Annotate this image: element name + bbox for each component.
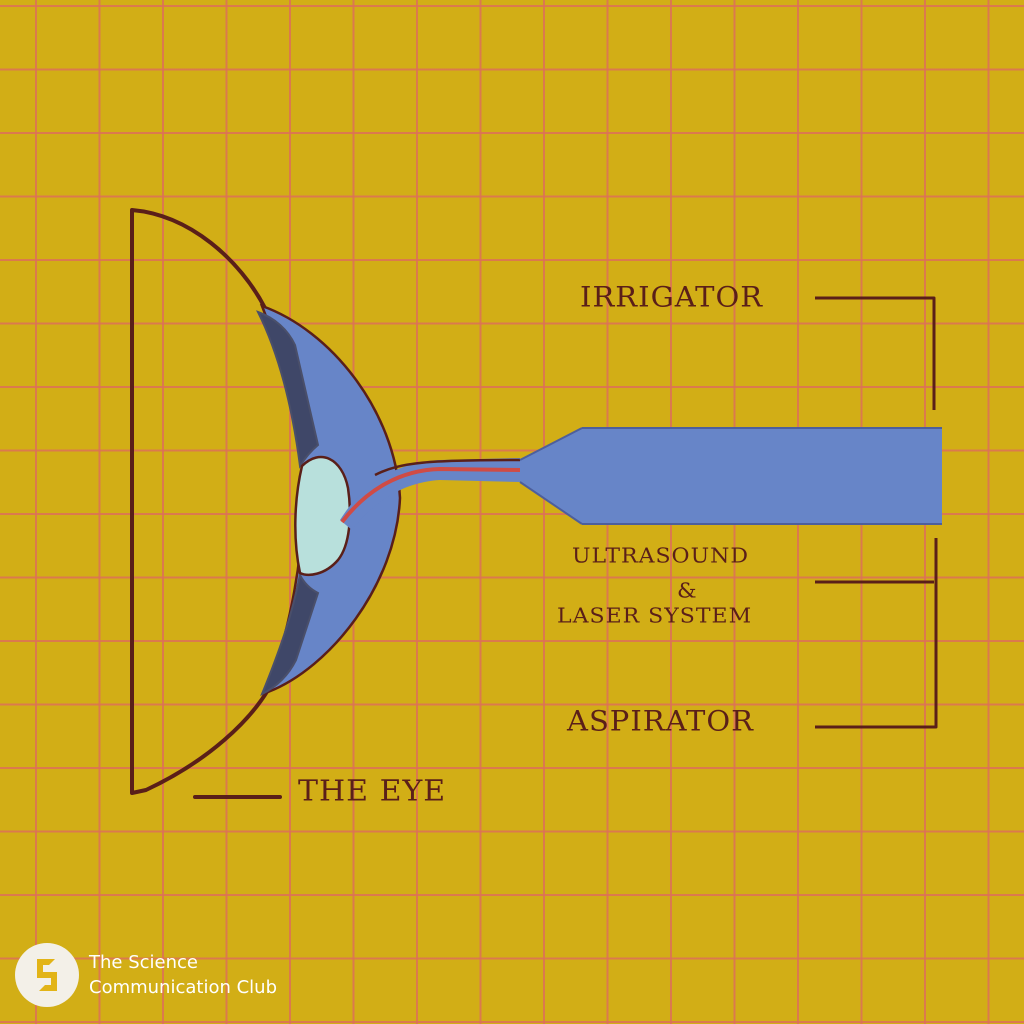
aspirator-leader-line [815,538,938,729]
brand-line-1: The Science [89,952,198,973]
handpiece [520,428,942,524]
brand-line-2: Communication Club [89,977,277,998]
handpiece-edge [519,427,942,525]
club-logo-icon [15,943,79,1007]
iris-lower [260,571,320,697]
label-laser-system: LASER SYSTEM [557,604,753,629]
label-ultrasound: ULTRASOUND [572,544,750,569]
probe-outline [374,458,521,477]
probe-core [340,466,941,524]
lens [294,455,352,577]
label-aspirator: ASPIRATOR [567,704,754,738]
club-logo-mark [37,959,57,991]
eye-outline [130,208,270,795]
brand-name: The Science Communication Club [89,950,277,1000]
label-ampersand: & [677,579,698,604]
label-the-eye: THE EYE [298,774,447,809]
irrigator-leader-line [815,296,936,410]
label-irrigator: IRRIGATOR [580,280,764,314]
iris-upper [255,310,320,469]
probe-tube [340,458,520,530]
brand-block: The Science Communication Club [15,943,277,1007]
